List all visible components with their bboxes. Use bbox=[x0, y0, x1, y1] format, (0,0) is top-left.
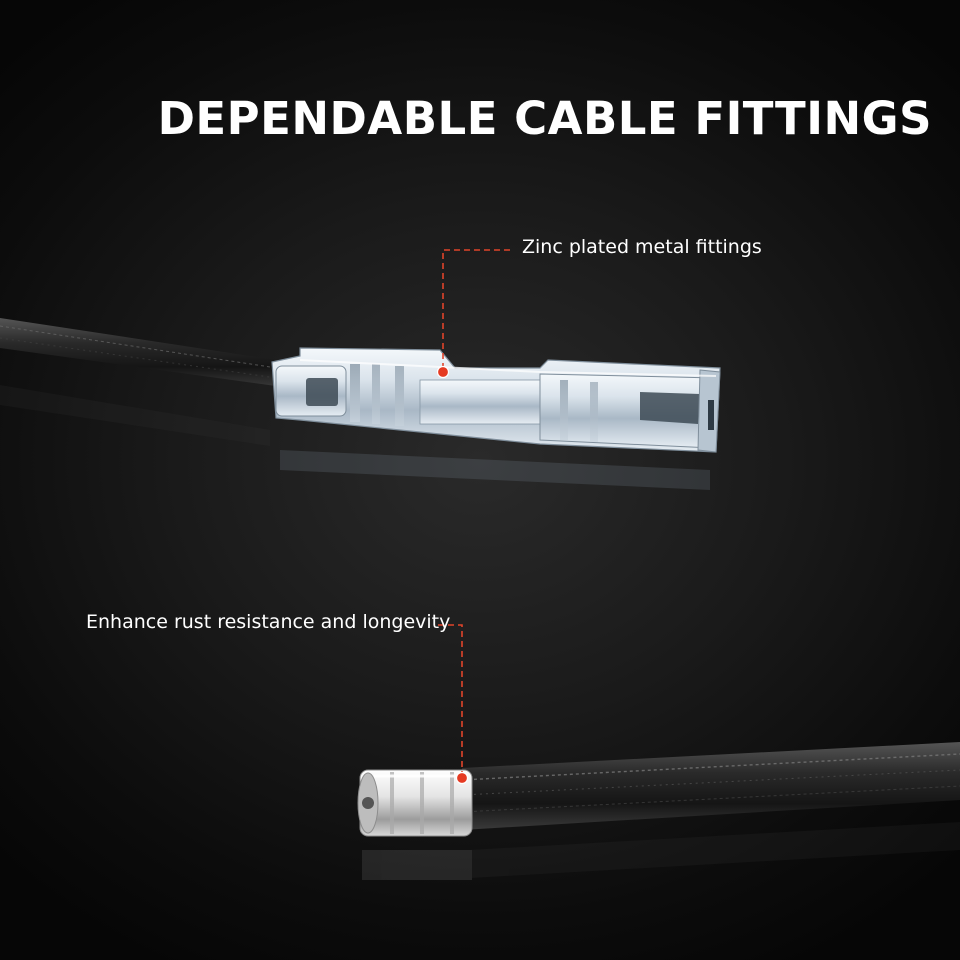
callout-zinc-leader bbox=[436, 249, 510, 379]
headline: DEPENDABLE CABLE FITTINGS bbox=[157, 92, 932, 145]
callout-rust-leader bbox=[438, 624, 469, 785]
callout-zinc-label: Zinc plated metal fittings bbox=[522, 236, 762, 258]
lower-cable bbox=[461, 742, 960, 830]
lower-reflection bbox=[362, 822, 960, 880]
upper-cable bbox=[0, 318, 291, 388]
zinc-plated-fitting bbox=[271, 347, 721, 453]
callout-rust-label: Enhance rust resistance and longevity bbox=[86, 611, 451, 633]
cable-end-ferrule bbox=[357, 769, 473, 837]
upper-reflection bbox=[0, 385, 710, 490]
